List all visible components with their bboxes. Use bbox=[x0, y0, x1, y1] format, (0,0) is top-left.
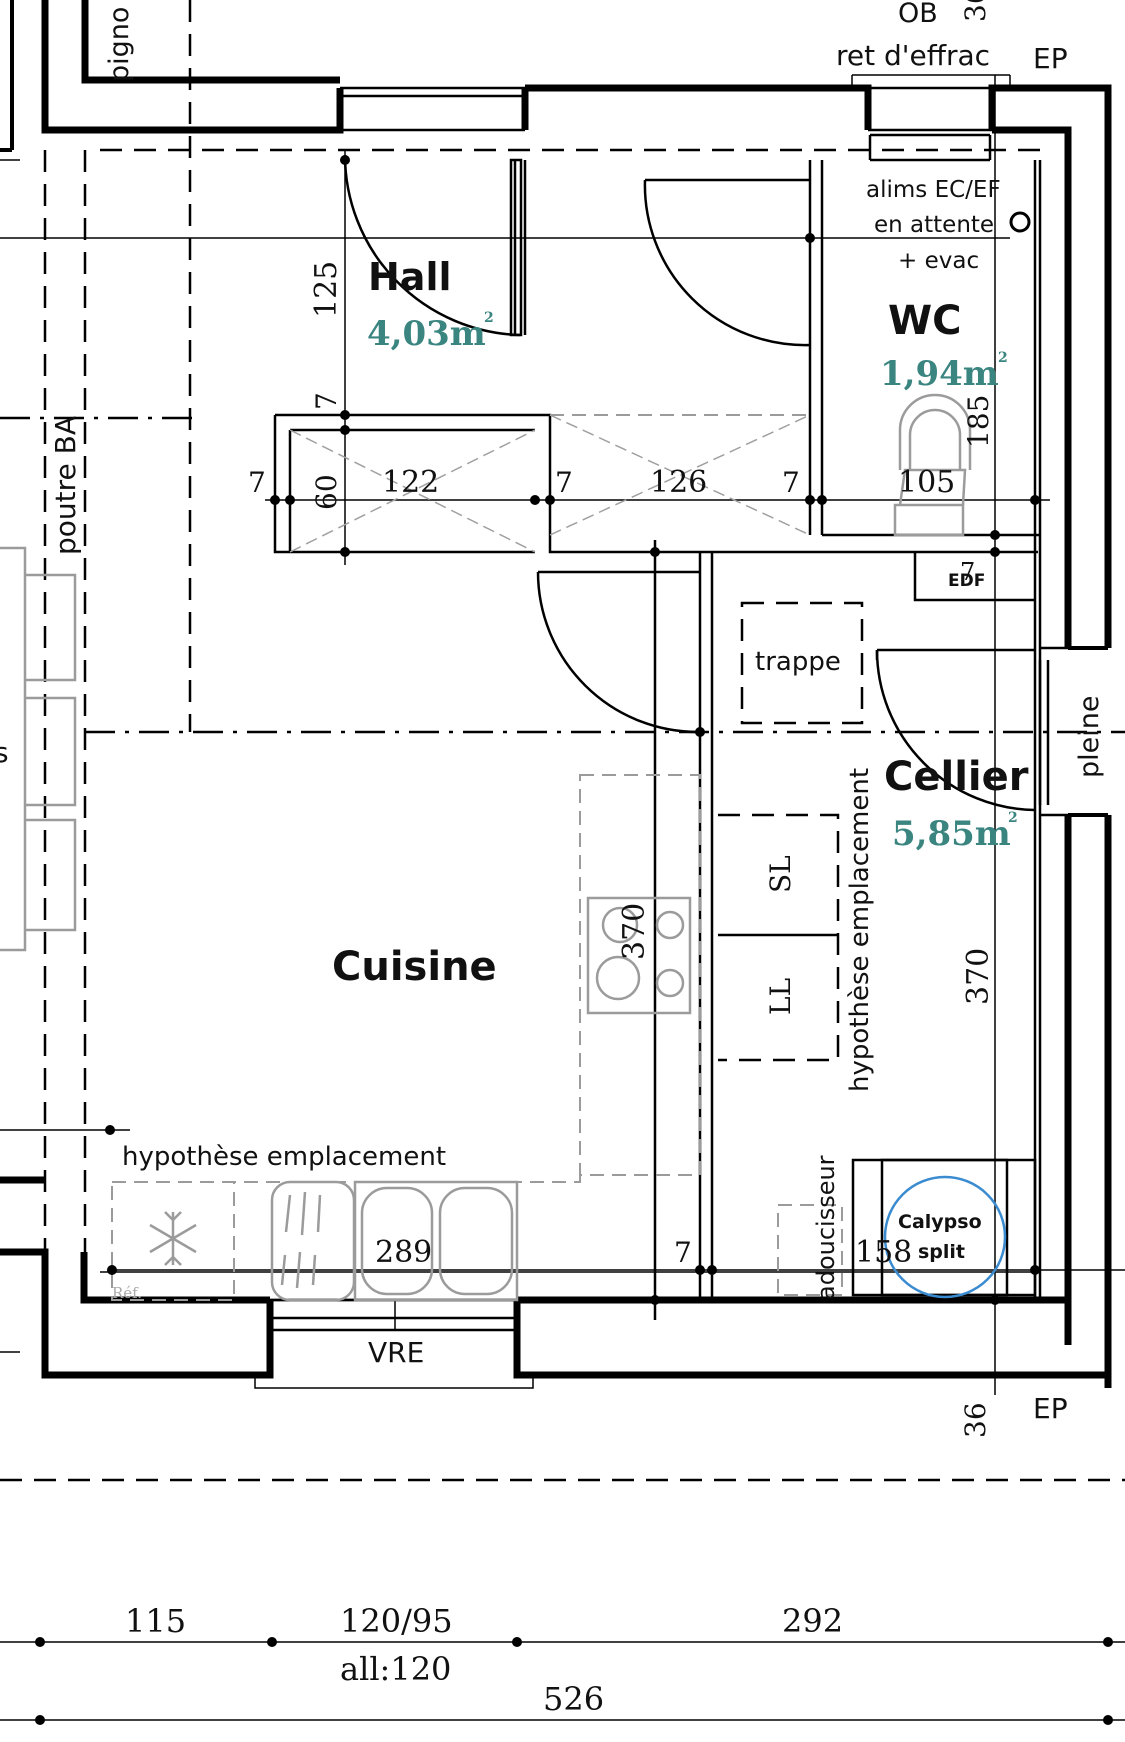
room-area-hall: 4,03m bbox=[367, 314, 486, 354]
area-superscript-cellier: 2 bbox=[1008, 810, 1018, 826]
label-vre: VRE bbox=[368, 1336, 424, 1369]
dim-105: 105 bbox=[898, 465, 955, 500]
label-calypso-1: Calypso bbox=[898, 1211, 982, 1233]
area-superscript-wc: 2 bbox=[998, 350, 1008, 366]
dimension-lines bbox=[0, 155, 1125, 1725]
dim-289: 289 bbox=[375, 1235, 432, 1270]
kitchen-counter bbox=[111, 1175, 581, 1302]
area-superscript-hall: 2 bbox=[484, 310, 494, 326]
label-calypso-2: split bbox=[918, 1241, 965, 1263]
label-ret-effrac: ret d'effrac bbox=[836, 39, 990, 72]
adoucisseur-box bbox=[777, 1204, 843, 1296]
sofa bbox=[0, 546, 77, 952]
trappe-hatch bbox=[740, 601, 864, 725]
fixtures bbox=[0, 211, 1037, 1302]
label-hypothese-vertical: hypothèse emplacement bbox=[845, 768, 875, 1092]
dim-122: 122 bbox=[382, 465, 439, 500]
dim-60: 60 bbox=[310, 474, 343, 510]
label-ep-top: EP bbox=[1033, 42, 1068, 75]
label-alims-3: + evac bbox=[898, 248, 979, 274]
label-edf: EDF bbox=[948, 571, 985, 591]
dim-115: 115 bbox=[125, 1602, 186, 1640]
room-name-hall: Hall bbox=[368, 255, 452, 299]
toilet bbox=[893, 393, 972, 537]
label-sl: SL bbox=[764, 855, 797, 893]
label-pleine: pleine bbox=[1074, 696, 1105, 778]
room-name-cellier: Cellier bbox=[884, 754, 1029, 800]
label-left-cut: s bbox=[0, 736, 9, 769]
label-alims-1: alims EC/EF bbox=[866, 177, 1001, 203]
dim-all-120: all:120 bbox=[340, 1650, 451, 1688]
dim-top-36: 36 bbox=[959, 0, 992, 22]
dim-370-kitchen: 370 bbox=[617, 903, 652, 960]
outer-walls bbox=[0, 0, 1112, 1389]
room-area-wc: 1,94m bbox=[880, 354, 999, 394]
snowflake-icon bbox=[149, 1211, 197, 1266]
dim-370-cellier: 370 bbox=[961, 948, 996, 1005]
label-ll: LL bbox=[764, 978, 797, 1015]
label-ep-bottom: EP bbox=[1033, 1392, 1068, 1425]
dim-158: 158 bbox=[855, 1235, 912, 1270]
dim-292: 292 bbox=[782, 1602, 843, 1640]
dim-526: 526 bbox=[543, 1680, 604, 1718]
dim-7-mid: 7 bbox=[555, 466, 573, 499]
dim-125: 125 bbox=[309, 261, 344, 318]
dim-7-left: 7 bbox=[248, 466, 266, 499]
cooktop bbox=[579, 774, 701, 1176]
floor-openings bbox=[289, 414, 811, 553]
label-ref: Réf. bbox=[112, 1284, 142, 1302]
room-name-cuisine: Cuisine bbox=[332, 944, 497, 990]
construction-lines bbox=[0, 0, 1125, 1482]
labels: Hall 4,03m 2 WC 1,94m 2 Cellier 5,85m 2 … bbox=[0, 0, 1105, 1718]
label-poutre: poutre BA bbox=[49, 416, 82, 555]
room-area-cellier: 5,85m bbox=[892, 814, 1011, 854]
dim-7-hall: 7 bbox=[310, 392, 343, 410]
calypso-unit bbox=[851, 1158, 1037, 1299]
label-ob: OB bbox=[898, 0, 938, 29]
dim-7-bottom: 7 bbox=[674, 1236, 692, 1269]
evacuation-marker bbox=[1009, 211, 1031, 233]
label-pignon: pigno bbox=[104, 7, 135, 82]
dim-bottom-36: 36 bbox=[959, 1402, 992, 1438]
label-trappe: trappe bbox=[755, 647, 841, 677]
dim-7-right: 7 bbox=[782, 466, 800, 499]
doors bbox=[343, 154, 1036, 812]
label-adoucisseur: adoucisseur bbox=[812, 1155, 840, 1300]
label-hypothese-horizontal: hypothèse emplacement bbox=[122, 1142, 446, 1172]
dim-126: 126 bbox=[650, 465, 707, 500]
laundry-area bbox=[718, 813, 840, 1062]
label-alims-2: en attente bbox=[874, 212, 994, 238]
dim-7-edf: 7 bbox=[960, 558, 975, 586]
dim-185: 185 bbox=[962, 395, 995, 448]
room-name-wc: WC bbox=[888, 298, 961, 344]
dim-120-95: 120/95 bbox=[340, 1602, 453, 1640]
